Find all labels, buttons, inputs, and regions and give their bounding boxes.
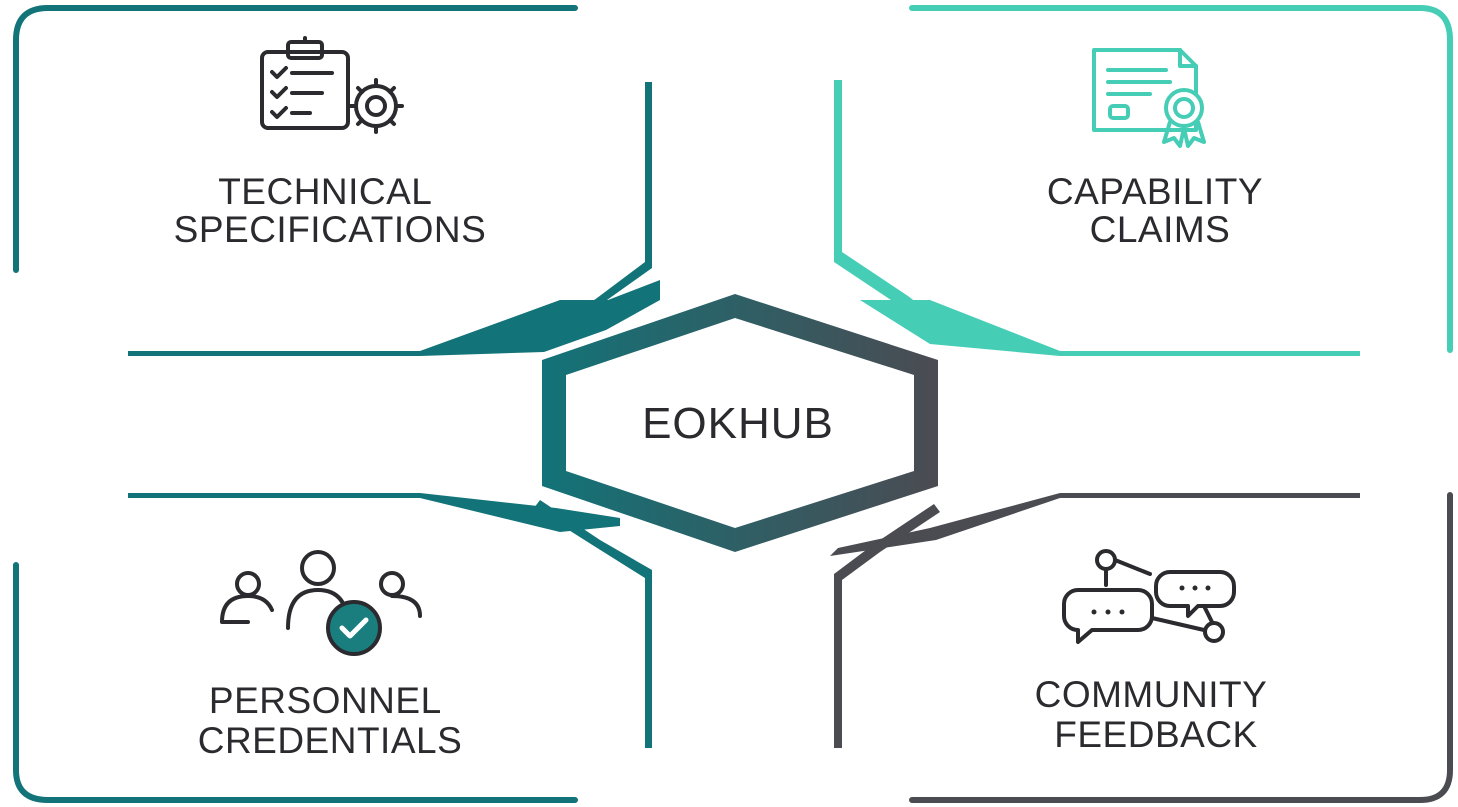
quadrant-line: CAPABILITY [1047,171,1262,212]
connector-top-right [834,80,1360,356]
frame-bottom-right [909,492,1453,803]
frame-top-left [13,5,578,273]
svg-text:COMMUNITY FEEDBACK: COMMUNITY FEEDBACK [1035,674,1278,755]
hub-label: EOKHUB [642,399,834,448]
quadrant-line: TECHNICAL [218,171,431,212]
quadrant-line: FEEDBACK [1054,714,1257,755]
connector-bottom-right [830,493,1360,748]
connector-bottom-left [128,493,652,748]
frame-top-right [909,5,1453,353]
verified-team-icon [220,550,422,656]
certificate-icon [1092,48,1206,148]
quadrant-capability-claims: CAPABILITY CLAIMS [1047,171,1273,250]
quadrant-line: SPECIFICATIONS [174,209,487,250]
clipboard-gear-icon [260,36,404,134]
quadrant-line: PERSONNEL [209,680,441,721]
svg-text:PERSONNEL CREDENTIALS: PERSONNEL CREDENTIALS [198,680,463,761]
hub-hexagon: EOKHUB [542,294,938,552]
connector-top-left [128,82,660,356]
quadrant-line: CREDENTIALS [198,720,463,761]
quadrant-line: COMMUNITY [1035,674,1267,715]
svg-text:TECHNICAL SPECIFICATIONS: TECHNICAL SPECIFICATIONS [174,171,487,250]
quadrant-personnel-credentials: PERSONNEL CREDENTIALS [198,680,463,761]
frame-bottom-left [13,562,578,803]
quadrant-technical-specifications: TECHNICAL SPECIFICATIONS [174,171,487,250]
quadrant-line: CLAIMS [1090,209,1231,250]
quadrant-community-feedback: COMMUNITY FEEDBACK [1035,674,1278,755]
chat-network-icon [1062,549,1236,644]
svg-text:CAPABILITY CLAIMS: CAPABILITY CLAIMS [1047,171,1273,250]
